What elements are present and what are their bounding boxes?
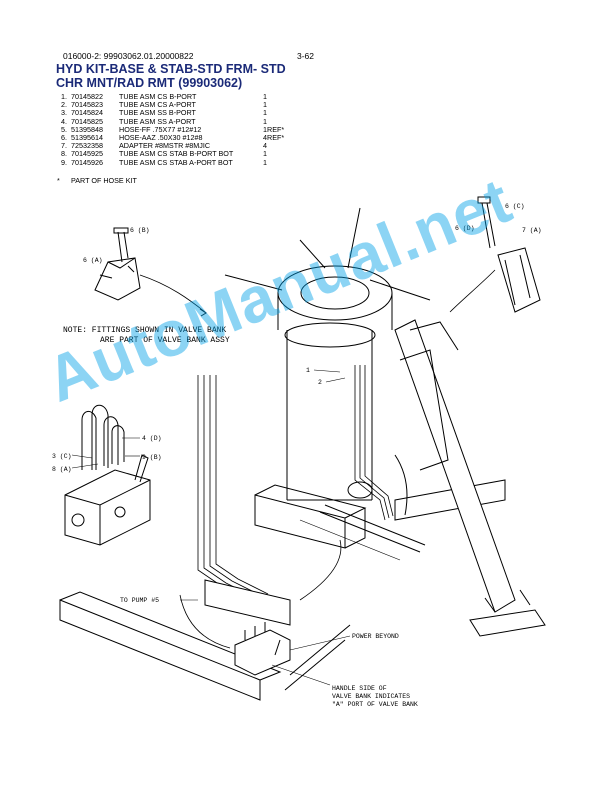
callout-2: 2	[318, 379, 322, 386]
footnote-text: PART OF HOSE KIT	[71, 176, 137, 185]
part-description: HOSE-AAZ .50X30 #12#8	[119, 133, 203, 143]
part-description: TUBE ASM CS STAB B-PORT BOT	[119, 149, 234, 159]
callout-handle-line-2: VALVE BANK INDICATES	[332, 693, 410, 700]
part-number: 70145822	[71, 92, 103, 101]
part-description: TUBE ASM CS A-PORT	[119, 100, 196, 110]
part-number: 70145823	[71, 100, 103, 110]
note-line-2: ARE PART OF VALVE BANK ASSY	[100, 336, 230, 345]
callout-handle-line-3: "A" PORT OF VALVE BANK	[332, 701, 418, 708]
base-column	[224, 207, 431, 501]
parts-row: 8. 70145925 TUBE ASM CS STAB B-PORT BOT 1	[57, 150, 288, 158]
lower-valve-bank	[179, 539, 342, 676]
quantity: 1	[263, 116, 267, 126]
parts-row: 6. 51395614 HOSE-AAZ .50X30 #12#8 4REF*	[57, 133, 288, 143]
parts-row: 5. 51395848 HOSE-FF .75X77 #12#12 1REF*	[57, 124, 288, 134]
fitting-detail-right	[449, 196, 541, 313]
parts-row: 3. 70145824 TUBE ASM SS B-PORT 1	[57, 109, 288, 117]
document-id: 016000-2: 99903062.01.20000822	[63, 51, 194, 61]
part-number: 51395848	[71, 124, 103, 134]
callout-1: 1	[306, 367, 310, 374]
part-number: 70145825	[71, 116, 103, 126]
part-number: 70145926	[71, 157, 103, 167]
fitting-detail-left	[94, 227, 207, 317]
part-description: ADAPTER #8MSTR #8MJIC	[119, 141, 211, 151]
callout-6b: 6 (B)	[130, 227, 150, 234]
parts-row: 9. 70145926 TUBE ASM CS STAB A-PORT BOT 1	[57, 157, 288, 167]
page-title-line-1: HYD KIT-BASE & STAB-STD FRM- STD	[56, 62, 286, 76]
footnote: * PART OF HOSE KIT	[57, 176, 137, 185]
note-line-1: NOTE: FITTINGS SHOWN IN VALVE BANK	[63, 326, 226, 335]
quantity: 1	[263, 149, 267, 159]
item-number: 3.	[61, 108, 67, 118]
footnote-mark: *	[57, 176, 60, 185]
callout-7a: 7 (A)	[522, 227, 542, 234]
item-number: 4.	[61, 116, 67, 126]
callout-9b: 9 (B)	[142, 454, 162, 461]
callout-6a: 6 (A)	[83, 257, 103, 264]
callout-handle-line-1: HANDLE SIDE OF	[332, 685, 387, 692]
page-number: 3-62	[297, 51, 315, 61]
part-number: 72532358	[71, 141, 103, 151]
callout-to-pump: TO PUMP #5	[120, 597, 159, 604]
quantity: 1	[263, 100, 267, 110]
callout-3c: 3 (C)	[52, 453, 72, 460]
parts-row: 7. 72532358 ADAPTER #8MSTR #8MJIC 4	[57, 142, 288, 150]
part-number: 51395614	[71, 133, 103, 143]
page-title-line-2: CHR MNT/RAD RMT (99903062)	[56, 76, 243, 90]
part-description: HOSE-FF .75X77 #12#12	[119, 124, 202, 134]
item-number: 6.	[61, 133, 67, 143]
item-number: 1.	[61, 92, 67, 101]
callout-6d: 6 (D)	[455, 225, 475, 232]
part-description: TUBE ASM CS STAB A-PORT BOT	[119, 157, 233, 167]
item-number: 2.	[61, 100, 67, 110]
leader-lines	[71, 369, 351, 686]
parts-row: 1. 70145822 TUBE ASM CS B-PORT 1	[57, 92, 288, 101]
item-number: 8.	[61, 149, 67, 159]
valve-bank-detail	[64, 404, 151, 546]
item-number: 5.	[61, 124, 67, 134]
parts-row: 4. 70145825 TUBE ASM SS A-PORT 1	[57, 116, 288, 126]
part-description: TUBE ASM SS A-PORT	[119, 116, 196, 126]
callout-4d: 4 (D)	[142, 435, 162, 442]
quantity: 1REF*	[263, 124, 285, 134]
parts-row: 2. 70145823 TUBE ASM CS A-PORT 1	[57, 100, 288, 110]
item-number: 9.	[61, 157, 67, 167]
callout-power-beyond: POWER BEYOND	[352, 633, 399, 640]
part-description: TUBE ASM SS B-PORT	[119, 108, 196, 118]
item-number: 7.	[61, 141, 67, 151]
part-number: 70145824	[71, 108, 103, 118]
part-description: TUBE ASM CS B-PORT	[119, 92, 197, 101]
quantity: 1	[263, 108, 267, 118]
quantity: 4	[263, 141, 267, 151]
quantity: 4REF*	[263, 133, 285, 143]
part-number: 70145925	[71, 149, 103, 159]
quantity: 1	[263, 92, 267, 101]
callout-8a: 8 (A)	[52, 466, 72, 473]
lower-beam	[59, 579, 351, 701]
callout-6c: 6 (C)	[505, 203, 525, 210]
stabilizer-leg	[394, 319, 546, 637]
quantity: 1	[263, 157, 267, 167]
